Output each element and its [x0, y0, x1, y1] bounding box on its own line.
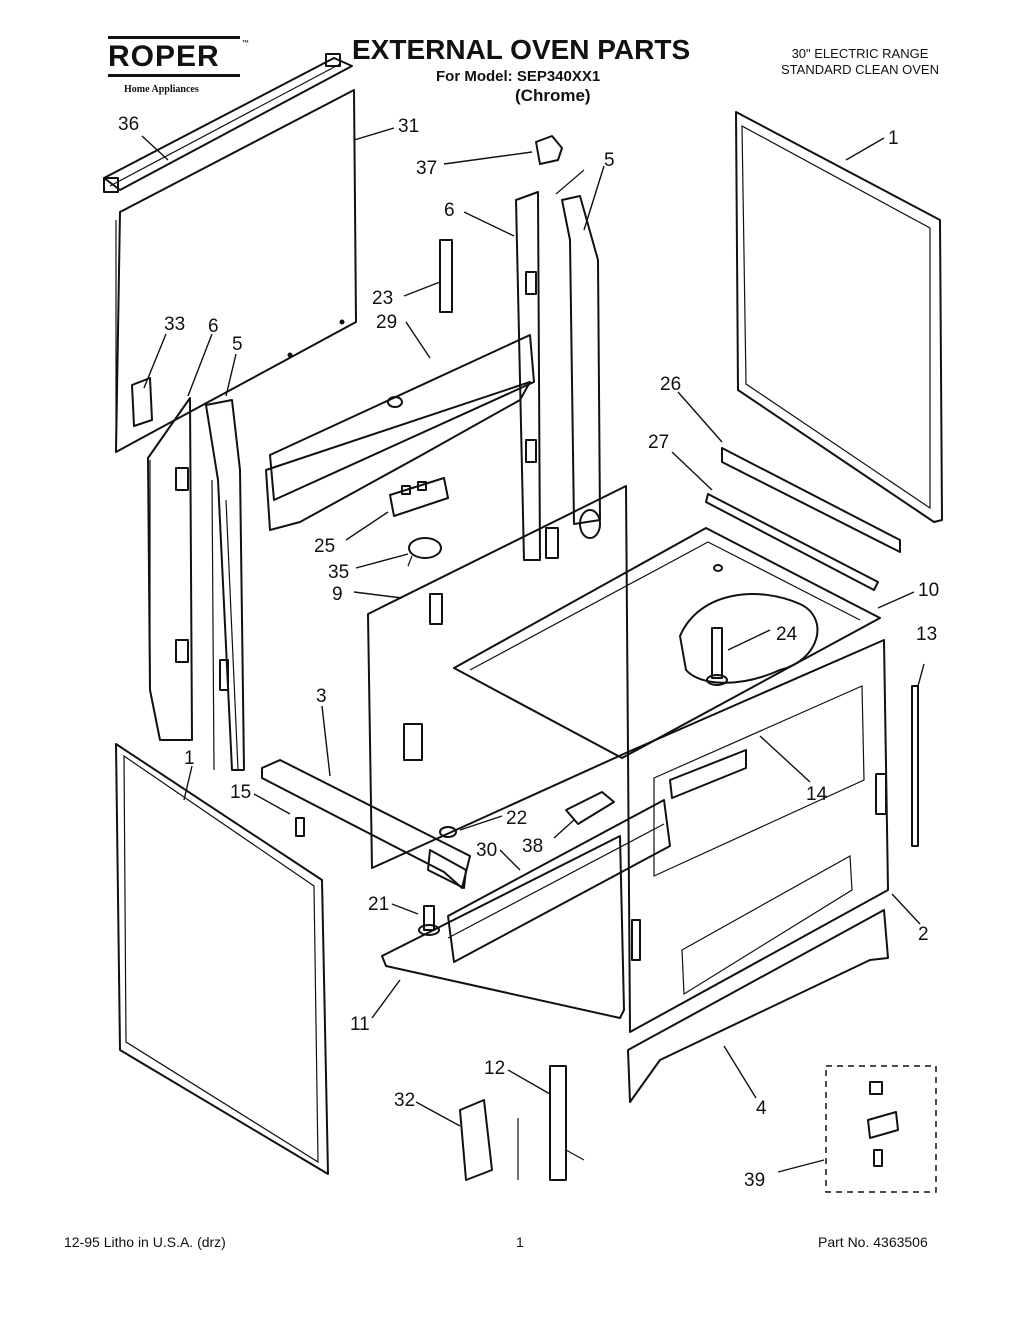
- part-36-top-trim: [103, 53, 353, 193]
- callout-29: 29: [376, 312, 397, 333]
- callout-32: 32: [394, 1090, 415, 1111]
- callout-3: 3: [316, 686, 327, 707]
- callout-1-left: 1: [184, 748, 195, 769]
- part-35-thermostat: [407, 537, 442, 567]
- callout-5-left: 5: [232, 334, 243, 355]
- part-3-rail: [261, 759, 471, 889]
- part-24-bake-element: [679, 593, 819, 686]
- range-type-label: 30" ELECTRIC RANGE: [791, 46, 929, 61]
- part-front-frame: [627, 639, 889, 1033]
- part-27-strip: [705, 493, 879, 591]
- callout-31: 31: [398, 116, 419, 137]
- brand-name: ROPER: [108, 40, 220, 73]
- part-4-toe-kick: [627, 909, 889, 1103]
- callout-2: 2: [918, 924, 929, 945]
- part-11-bottom-panel: [381, 835, 625, 1019]
- part-1-right-side-panel: [735, 111, 943, 523]
- part-10-oven-bottom: [453, 527, 881, 759]
- callout-26: 26: [660, 374, 681, 395]
- part-9-back-panel: [367, 485, 629, 869]
- callout-13: 13: [916, 624, 937, 645]
- part-31-rear-panel: [115, 89, 357, 453]
- callout-35: 35: [328, 562, 349, 583]
- callout-37: 37: [416, 158, 437, 179]
- finish-label: (Chrome): [515, 86, 591, 105]
- callout-15: 15: [230, 782, 251, 803]
- callout-25: 25: [314, 536, 335, 557]
- callout-39: 39: [744, 1170, 765, 1191]
- callout-labels: 1 1 2 3 4 5 5 6 6 9 10 11 12 13 14 15 21…: [118, 114, 939, 1191]
- part-22-clip: [439, 826, 457, 838]
- callout-33: 33: [164, 314, 185, 335]
- leader-lines: [141, 127, 925, 1173]
- part-30-base-channel: [447, 799, 671, 963]
- callout-12: 12: [484, 1058, 505, 1079]
- logo-rule-top: [108, 36, 240, 39]
- callout-21: 21: [368, 894, 389, 915]
- logo-rule-bottom: [108, 74, 240, 77]
- callout-22: 22: [506, 808, 527, 829]
- callout-1-right: 1: [888, 128, 899, 149]
- brand-tagline: Home Appliances: [124, 84, 199, 95]
- part-21-leveling-leg: [418, 905, 440, 936]
- part-right-rear-rails: [515, 169, 601, 561]
- callout-11: 11: [350, 1014, 370, 1035]
- brand-trademark: ™: [242, 40, 249, 47]
- callout-6-right: 6: [444, 200, 455, 221]
- print-info: 12-95 Litho in U.S.A. (drz): [64, 1234, 226, 1250]
- part-32-bracket: [459, 1099, 493, 1181]
- callout-4: 4: [756, 1098, 767, 1119]
- part-37-clip: [535, 135, 563, 165]
- oven-type-label: STANDARD CLEAN OVEN: [781, 62, 939, 77]
- callout-24: 24: [776, 624, 798, 645]
- callout-23: 23: [372, 288, 393, 309]
- callout-38: 38: [522, 836, 543, 857]
- part-number: Part No. 4363506: [818, 1234, 928, 1250]
- part-12-hinge: [517, 1065, 585, 1181]
- part-25-terminal-block: [389, 477, 449, 517]
- model-line: For Model: SEP340XX1: [436, 68, 601, 85]
- callout-14: 14: [806, 784, 828, 805]
- part-13-trim: [911, 685, 919, 847]
- callout-10: 10: [918, 580, 939, 601]
- page-number: 1: [516, 1234, 524, 1250]
- callout-6-left: 6: [208, 316, 219, 337]
- part-23-spacer: [439, 239, 453, 313]
- page-title: EXTERNAL OVEN PARTS: [352, 34, 691, 65]
- part-38-bracket: [565, 791, 615, 825]
- callout-5-right: 5: [604, 150, 615, 171]
- part-1-left-side-panel: [115, 743, 329, 1175]
- callout-36: 36: [118, 114, 139, 135]
- part-26-strip: [721, 447, 901, 553]
- part-39-hardware-kit: [825, 1065, 937, 1193]
- part-29-front-bracket: [265, 334, 535, 531]
- part-left-side-rails: [131, 377, 245, 771]
- callout-9: 9: [332, 584, 343, 605]
- callout-30: 30: [476, 840, 497, 861]
- callout-27: 27: [648, 432, 669, 453]
